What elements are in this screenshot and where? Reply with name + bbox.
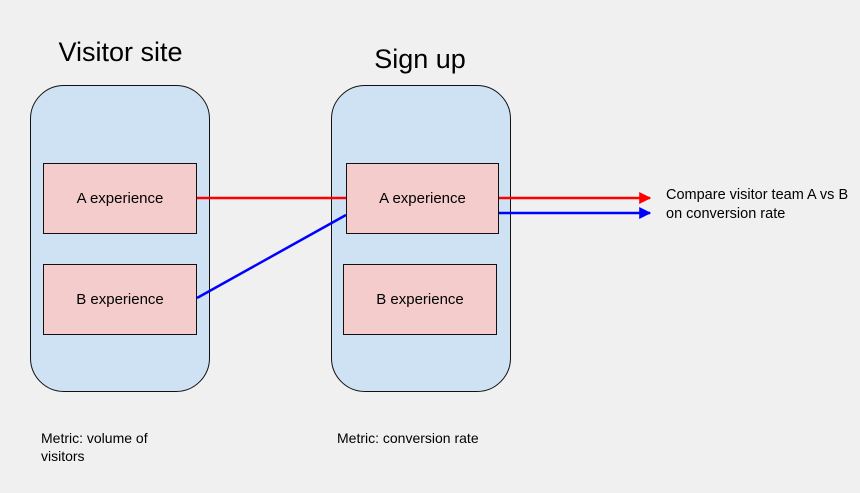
sign-up-a-experience: A experience — [346, 163, 499, 234]
sign-up-stage — [331, 85, 511, 392]
sign-up-title: Sign up — [374, 44, 466, 74]
visitor-site-a-experience: A experience — [43, 163, 197, 234]
visitor-site-metric: Metric: volume of visitors — [41, 430, 148, 464]
visitor-site-title: Visitor site — [58, 37, 183, 67]
sign-up-metric: Metric: conversion rate — [337, 430, 479, 446]
path-b-visitor-to-signup — [196, 213, 347, 300]
visitor-site-b-experience: B experience — [43, 264, 197, 335]
comparison-outcome: Compare visitor team A vs B on conversio… — [666, 187, 849, 222]
sign-up-b-experience: B experience — [343, 264, 497, 335]
visitor-site-stage — [30, 85, 210, 392]
